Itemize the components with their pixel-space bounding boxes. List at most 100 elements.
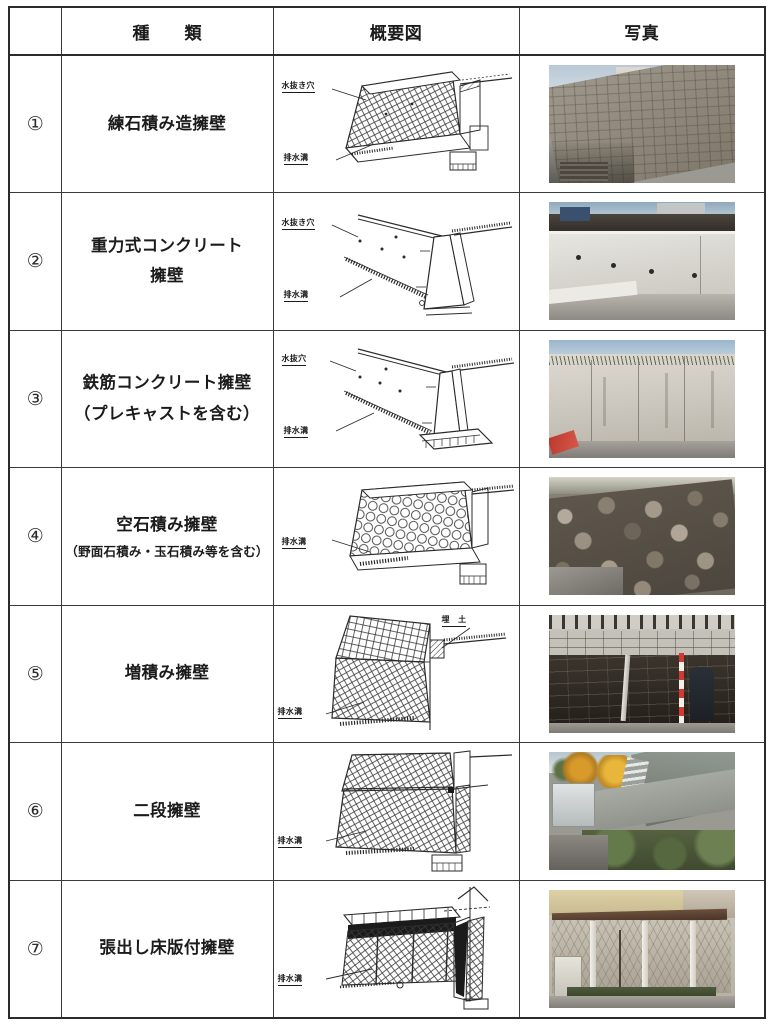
photo-joint	[591, 359, 593, 445]
diagram-label-weep-hole: 水抜穴	[281, 353, 307, 366]
photo-dry-stone-wall	[548, 477, 735, 596]
photo-two-tier-wall	[548, 752, 735, 871]
photo-stacked-wall	[548, 614, 735, 733]
photo-column	[641, 921, 648, 995]
table-row: ① 練石積み造擁壁	[8, 54, 766, 193]
header-cell-diagram: 概要図	[272, 6, 520, 56]
row-number-cell: ③	[8, 329, 62, 468]
row-number-cell: ①	[8, 54, 62, 193]
photo-concrete-wall	[548, 353, 735, 449]
row-diagram-cell: 排水溝	[272, 467, 520, 606]
header-label-type: 種 類	[132, 23, 211, 44]
diagram-label-drain: 排水溝	[283, 289, 309, 303]
type-label: 空石積み擁壁	[116, 515, 218, 535]
row-type-cell: 増積み擁壁	[60, 604, 274, 743]
type-label: 重力式コンクリート	[90, 235, 244, 255]
header-cell-type: 種 類	[60, 6, 274, 56]
row-type-cell: 鉄筋コンクリート擁壁 （プレキャストを含む）	[60, 329, 274, 468]
retaining-wall-types-table: 種 類 概要図 写真 ① 練石積み造擁壁	[8, 6, 766, 1019]
row-diagram-cell: 水抜き穴 排水溝	[272, 54, 520, 193]
header-label-photo: 写真	[624, 23, 660, 44]
type-sublabel: （プレキャストを含む）	[74, 403, 260, 423]
row-number-cell: ⑦	[8, 879, 62, 1018]
diagram-rc-wall: 水抜穴 排水溝	[274, 331, 518, 467]
photo-vehicle	[559, 206, 590, 222]
photo-road	[548, 723, 735, 733]
row-diagram-cell: 水抜穴 排水溝	[272, 329, 520, 468]
diagram-svg	[325, 615, 506, 730]
table-header-row: 種 類 概要図 写真	[8, 6, 766, 56]
row-photo-cell	[518, 742, 766, 881]
header-cell-no	[8, 6, 62, 56]
row-number-cell: ②	[8, 192, 62, 331]
photo-column	[690, 921, 697, 995]
type-label-line2: 擁壁	[150, 266, 184, 286]
diagram-label-drain: 排水溝	[277, 706, 303, 719]
diagram-label-drain: 排水溝	[277, 973, 303, 986]
photo-gravity-concrete-wall	[548, 202, 735, 321]
table-row: ④ 空石積み擁壁 （野面石積み・玉石積み等を含む）	[8, 467, 766, 606]
diagram-label-drain: 排水溝	[281, 536, 307, 550]
photo-stain	[664, 372, 668, 428]
row-number-cell: ⑤	[8, 604, 62, 743]
photo-vegetation	[548, 356, 735, 365]
header-cell-photo: 写真	[518, 6, 766, 56]
photo-masonry-wall	[548, 65, 735, 183]
diagram-masonry-wall: 水抜き穴 排水溝	[274, 56, 518, 192]
diagram-label-weep-hole: 水抜き穴	[281, 80, 315, 93]
diagram-stacked-wall: 埋 土 排水溝	[274, 606, 518, 742]
diagram-svg	[331, 481, 514, 585]
diagram-label-drain: 排水溝	[283, 152, 309, 165]
row-photo-cell	[518, 879, 766, 1018]
diagram-label-drain: 排水溝	[277, 835, 303, 849]
photo-column	[589, 921, 596, 995]
photo-shed	[552, 782, 596, 828]
photo-weep-hole	[692, 273, 698, 279]
type-label: 鉄筋コンクリート擁壁	[82, 373, 252, 393]
type-label: 練石積み造擁壁	[107, 113, 227, 133]
table-row: ⑥ 二段擁壁	[8, 742, 766, 881]
photo-joint	[699, 236, 701, 295]
photo-block-course	[548, 631, 735, 658]
header-label-diagram: 概要図	[369, 23, 423, 44]
diagram-svg	[325, 885, 490, 1009]
diagram-svg	[331, 71, 512, 171]
row-type-cell: 練石積み造擁壁	[60, 54, 274, 193]
type-sublabel: （野面石積み・玉石積み等を含む）	[65, 543, 269, 559]
row-number-cell: ④	[8, 467, 62, 606]
table-row: ⑤ 増積み擁壁	[8, 604, 766, 743]
row-diagram-cell: 埋 土 排水溝	[272, 604, 520, 743]
photo-person	[690, 666, 715, 721]
row-number-cell: ⑥	[8, 742, 62, 881]
photo-hedge	[567, 987, 717, 999]
type-label: 増積み擁壁	[124, 663, 210, 683]
table-row: ② 重力式コンクリート 擁壁	[8, 192, 766, 331]
diagram-svg	[331, 214, 512, 316]
row-photo-cell	[518, 604, 766, 743]
row-type-cell: 空石積み擁壁 （野面石積み・玉石積み等を含む）	[60, 467, 274, 606]
row-type-cell: 張出し床版付擁壁	[60, 879, 274, 1018]
diagram-svg	[325, 750, 512, 872]
diagram-dry-stone-wall: 排水溝	[274, 468, 518, 604]
row-diagram-cell: 水抜き穴 排水溝	[272, 192, 520, 331]
diagram-two-tier-wall: 排水溝	[274, 743, 518, 879]
row-photo-cell	[518, 329, 766, 468]
photo-cantilever-slab-wall	[548, 889, 735, 1008]
photo-rc-wall	[548, 339, 735, 458]
diagram-gravity-concrete-wall: 水抜き穴 排水溝	[274, 193, 518, 329]
photo-soil-top	[548, 214, 735, 236]
photo-road	[548, 995, 735, 1008]
photo-fence	[548, 614, 735, 629]
type-label: 二段擁壁	[133, 800, 201, 820]
diagram-svg	[329, 348, 514, 450]
photo-weep-hole	[649, 269, 655, 275]
row-photo-cell	[518, 192, 766, 331]
table-row: ③ 鉄筋コンクリート擁壁 （プレキャストを含む）	[8, 329, 766, 468]
photo-stain	[711, 370, 715, 428]
photo-joint	[637, 357, 639, 445]
photo-tree	[619, 929, 622, 996]
type-label: 張出し床版付擁壁	[99, 938, 235, 958]
photo-road	[548, 566, 624, 596]
photo-stain	[603, 376, 607, 426]
